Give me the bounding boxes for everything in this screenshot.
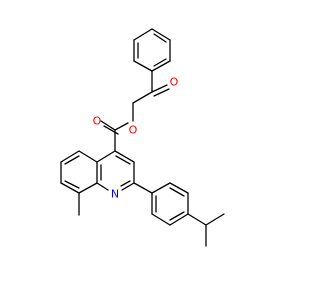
bond [153,58,167,67]
bond [78,150,98,163]
ketone-oxygen-label: O [170,76,179,89]
ester-group [100,120,129,152]
bond [151,28,171,41]
benzo-ring [60,150,98,194]
carbonyl-oxygen-label: O [93,115,102,128]
bond [115,155,131,165]
bond [133,60,153,72]
bond [169,182,189,194]
biaryl-bond [133,182,153,194]
bond [187,213,207,226]
isopropylphenyl-ring [151,182,189,226]
bond [169,213,189,226]
bond [114,122,129,131]
bond [151,60,171,72]
bond [96,182,109,191]
bond [78,182,98,194]
bond [121,182,135,191]
phenacyl-chain [132,70,170,122]
bond [151,213,171,226]
bond [151,84,168,93]
bond [64,155,80,165]
ester-oxygen-label: O [129,124,138,137]
bond [151,182,171,194]
bond [114,150,135,163]
phenyl-ring [133,28,171,72]
quinoline-nitrogen-label: N [111,188,119,201]
bond [169,211,185,221]
bond [153,33,167,43]
molecule-canvas: O O O N [60,28,225,247]
bond [205,213,225,226]
bond [120,180,131,187]
bond [96,150,116,163]
bond [103,125,119,135]
pyridine-ring [96,150,135,191]
isopropyl-group [187,213,225,247]
bond [132,91,153,104]
bond [100,120,116,131]
bond [64,180,80,189]
bond [133,28,153,41]
bond [60,182,80,194]
bond [169,187,185,197]
bond [153,88,170,97]
molecule-structure: O O O N [60,28,225,247]
bond [60,150,80,163]
